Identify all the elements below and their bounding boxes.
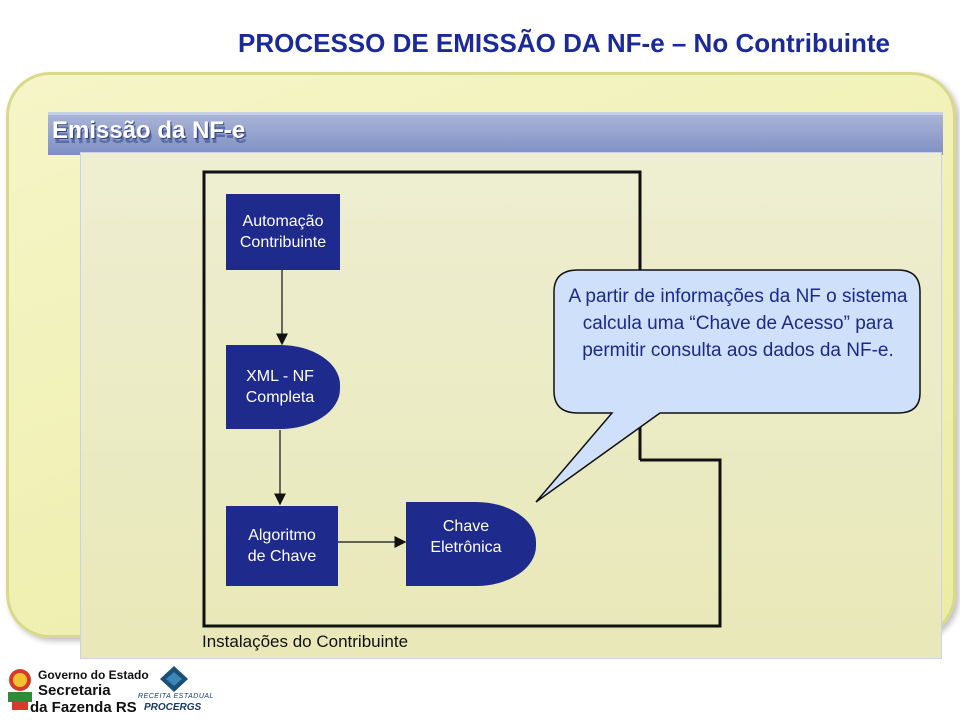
logo-procergs-text: PROCERGS xyxy=(144,702,202,713)
logo-governo-text: Governo do Estado xyxy=(38,668,149,682)
node-chave-line1: Chave xyxy=(442,518,490,535)
node-chave-eletronica: Chave Eletrônica xyxy=(406,502,536,586)
node-automacao-line1: Automação xyxy=(242,213,324,230)
node-automacao-line2: Contribuinte xyxy=(239,234,327,251)
node-algoritmo-line1: Algoritmo xyxy=(248,527,316,544)
receita-diamond-icon xyxy=(160,666,188,692)
coat-of-arms-icon xyxy=(8,669,32,710)
container-boundary xyxy=(202,170,722,628)
node-algoritmo-line2: de Chave xyxy=(247,548,317,565)
section-banner-title: Emissão da NF-e xyxy=(52,117,246,144)
callout-text: A partir de informações da NF o sistema … xyxy=(568,286,908,361)
callout-bubble xyxy=(535,269,921,503)
node-algoritmo-de-chave: Algoritmo de Chave xyxy=(226,506,338,586)
governo-rs-logo: Governo do Estado Secretaria da Fazenda … xyxy=(4,664,149,718)
node-chave-line2: Eletrônica xyxy=(430,539,502,556)
node-xml-nf-completa: XML - NF Completa xyxy=(226,345,340,429)
section-banner-shadow: Emissão da NF-e xyxy=(54,122,248,149)
receita-procergs-logo: RECEITA ESTADUAL PROCERGS xyxy=(136,664,216,718)
node-automacao-contribuinte: Automação Contribuinte xyxy=(226,194,340,270)
page-title: PROCESSO DE EMISSÃO DA NF-e – No Contrib… xyxy=(238,28,890,58)
container-label: Instalações do Contribuinte xyxy=(202,632,409,651)
logo-fazenda-text: da Fazenda RS xyxy=(30,699,137,716)
logo-secretaria-text: Secretaria xyxy=(38,682,111,699)
node-xml-line1: XML - NF xyxy=(246,368,314,385)
node-xml-line2: Completa xyxy=(245,389,315,406)
logo-receita-text: RECEITA ESTADUAL xyxy=(138,693,214,700)
section-banner xyxy=(48,112,943,155)
